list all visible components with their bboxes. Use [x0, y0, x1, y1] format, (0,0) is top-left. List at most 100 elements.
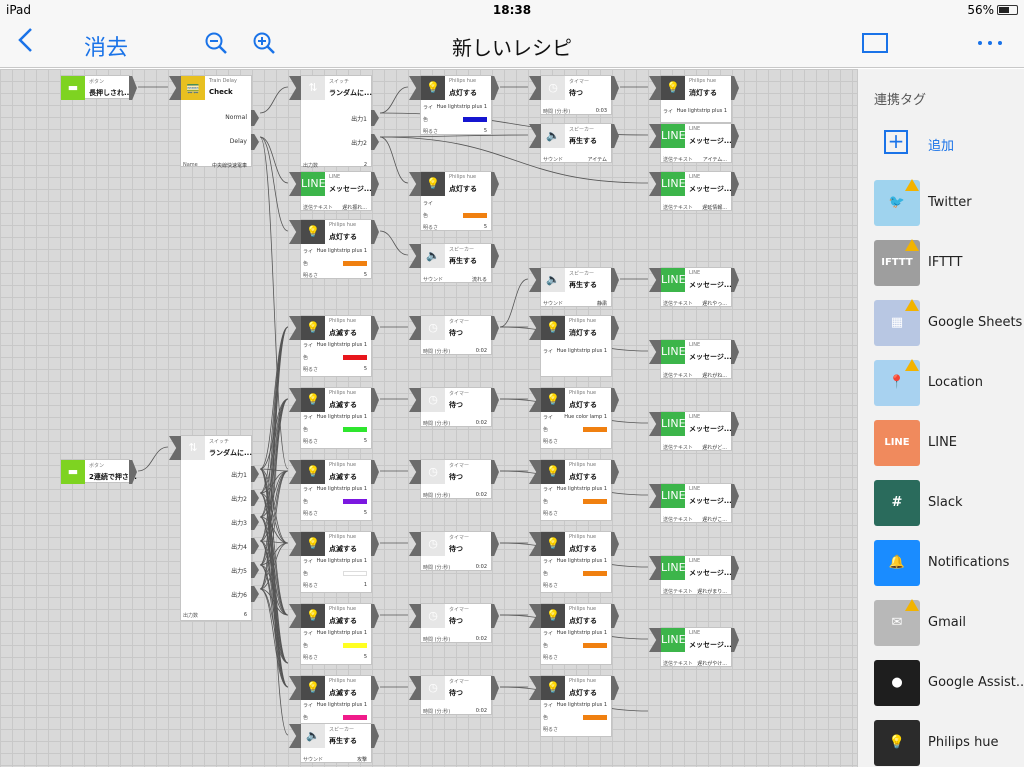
service-gmail[interactable]: ✉Gmail	[874, 599, 1024, 648]
output-port[interactable]	[731, 268, 739, 292]
output-port[interactable]	[371, 316, 379, 340]
output-port[interactable]	[251, 538, 259, 554]
output-port[interactable]	[611, 460, 619, 484]
speaker-node[interactable]: 🔈スピーカー再生するサウンド攻撃	[289, 723, 379, 763]
output-port[interactable]	[251, 466, 259, 482]
output-port[interactable]	[491, 460, 499, 484]
panel-toggle-button[interactable]	[862, 33, 888, 59]
output-port[interactable]	[371, 172, 379, 196]
speaker-node[interactable]: 🔈スピーカー再生するサウンドアイテム	[529, 123, 619, 163]
service-twitter[interactable]: 🐦Twitter	[874, 179, 1024, 228]
output-port[interactable]	[251, 134, 259, 150]
output-port[interactable]	[371, 532, 379, 556]
output-port[interactable]	[731, 76, 739, 100]
output-port[interactable]	[731, 412, 739, 436]
output-port[interactable]	[611, 268, 619, 292]
output-port[interactable]	[491, 316, 499, 340]
more-button[interactable]	[976, 33, 1004, 59]
output-port[interactable]	[611, 676, 619, 700]
output-port[interactable]	[491, 676, 499, 700]
output-port[interactable]	[491, 244, 499, 268]
output-port[interactable]	[611, 316, 619, 340]
service-google-sheets[interactable]: ▦Google Sheets	[874, 299, 1024, 348]
output-port[interactable]	[251, 586, 259, 602]
service-notifications[interactable]: 🔔Notifications	[874, 540, 1024, 588]
output-port[interactable]	[491, 76, 499, 100]
output-port[interactable]	[491, 388, 499, 412]
output-port[interactable]	[611, 532, 619, 556]
timer-node[interactable]: ◷タイマー待つ時間 (分:秒)0:02	[409, 531, 499, 571]
back-button[interactable]	[16, 26, 34, 61]
output-port[interactable]	[371, 724, 379, 748]
output-port[interactable]	[129, 76, 137, 100]
timer-node[interactable]: ◷タイマー待つ時間 (分:秒)0:02	[409, 459, 499, 499]
timer-node[interactable]: ◷タイマー待つ時間 (分:秒)0:02	[409, 387, 499, 427]
output-port[interactable]	[611, 388, 619, 412]
timer-node[interactable]: ◷タイマー待つ時間 (分:秒)0:02	[409, 675, 499, 715]
output-port[interactable]	[611, 76, 619, 100]
output-port[interactable]	[251, 490, 259, 506]
speaker-node[interactable]: 🔈スピーカー再生するサウンド流れる	[409, 243, 499, 283]
output-port[interactable]	[731, 172, 739, 196]
output-port[interactable]	[251, 562, 259, 578]
delete-button[interactable]: 消去	[84, 36, 129, 61]
timer-node[interactable]: ◷タイマー待つ時間 (分:秒)0:03	[529, 75, 619, 115]
output-port[interactable]	[731, 484, 739, 508]
zoom-out-button[interactable]	[204, 31, 228, 61]
output-port[interactable]	[371, 220, 379, 244]
output-port[interactable]	[251, 514, 259, 530]
output-port[interactable]	[371, 388, 379, 412]
output-port[interactable]	[731, 628, 739, 652]
speaker-node[interactable]: 🔈スピーカー再生するサウンド静粛	[529, 267, 619, 307]
service-slack[interactable]: #Slack	[874, 480, 1024, 528]
output-port[interactable]	[491, 172, 499, 196]
output-port[interactable]	[371, 604, 379, 628]
output-port[interactable]	[491, 532, 499, 556]
output-port[interactable]	[129, 460, 137, 484]
output-port[interactable]	[371, 676, 379, 700]
output-port[interactable]	[251, 110, 259, 126]
output-port[interactable]	[731, 340, 739, 364]
output-port[interactable]	[491, 604, 499, 628]
service-philips-hue[interactable]: 💡Philips hue	[874, 720, 1024, 768]
timer-node[interactable]: ◷タイマー待つ時間 (分:秒)0:02	[409, 315, 499, 355]
service-location[interactable]: 📍Location	[874, 359, 1024, 408]
output-port[interactable]	[611, 124, 619, 148]
add-tag-button[interactable]: + 追加	[874, 126, 1014, 160]
button-node-1[interactable]: ▬ボタン長押しされ...	[60, 75, 137, 100]
timer-node[interactable]: ◷タイマー待つ時間 (分:秒)0:02	[409, 603, 499, 643]
output-port[interactable]	[611, 604, 619, 628]
output-port[interactable]	[731, 124, 739, 148]
output-port[interactable]	[371, 460, 379, 484]
